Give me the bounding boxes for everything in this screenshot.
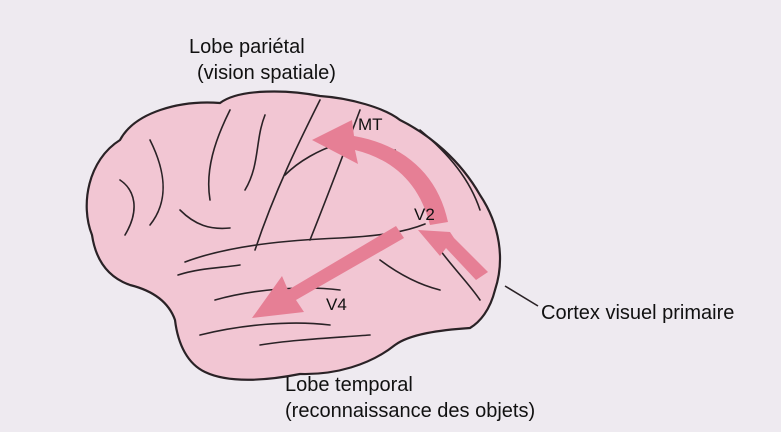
temporal-lobe-function: (reconnaissance des objets): [285, 399, 535, 424]
parietal-lobe-title: Lobe pariétal: [189, 35, 305, 60]
area-v4-label: V4: [326, 296, 347, 314]
primary-visual-cortex-label: Cortex visuel primaire: [541, 301, 734, 326]
area-v2-label: V2: [414, 206, 435, 224]
primary-cortex-pointer: [505, 286, 538, 306]
temporal-lobe-title: Lobe temporal: [285, 373, 413, 398]
parietal-lobe-function: (vision spatiale): [197, 61, 336, 86]
area-mt-label: MT: [358, 116, 383, 134]
